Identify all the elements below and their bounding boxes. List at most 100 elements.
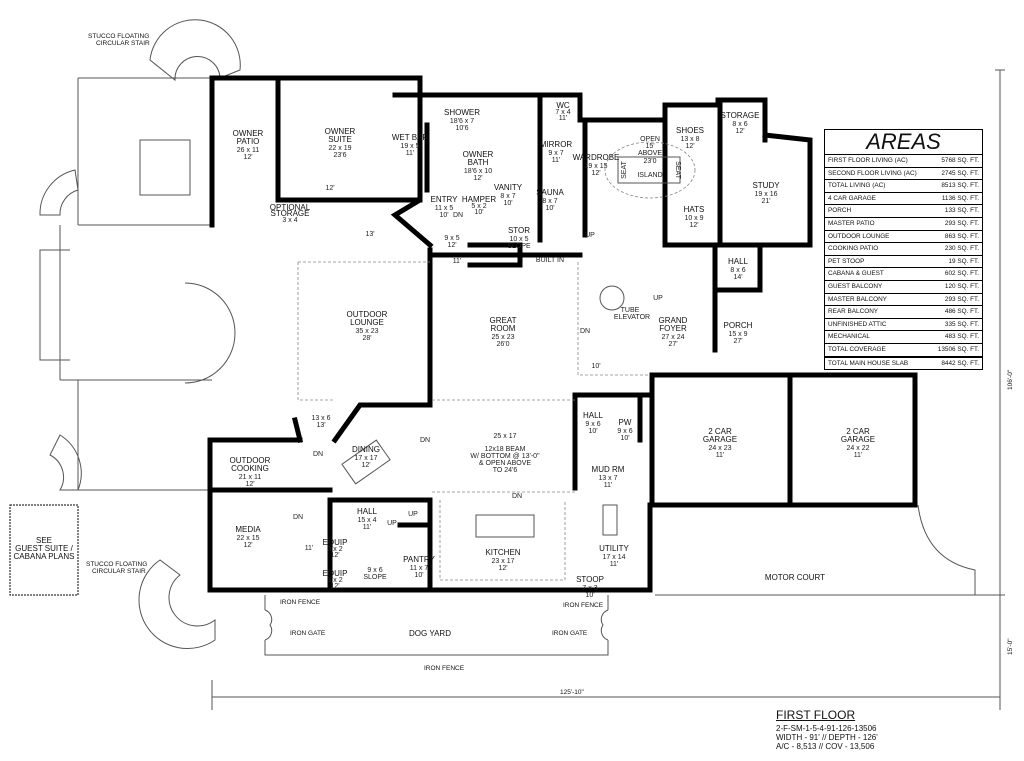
dog-yard-fence xyxy=(264,595,609,656)
area-label: REAR BALCONY xyxy=(828,308,879,316)
ceiling-foyer: 10' xyxy=(591,363,600,370)
plan-code: 2-F-SM-1-5-4-91-126-13506 xyxy=(776,724,877,733)
up-label-2: UP xyxy=(653,295,663,302)
open-above-1: OPEN xyxy=(640,136,660,143)
room-name: DINING xyxy=(352,445,380,454)
room-name: MUD RM xyxy=(592,465,625,474)
room-name: STUDY xyxy=(752,181,780,190)
room-name: STORAGE xyxy=(721,111,760,120)
iron-gate-label-2: IRON GATE xyxy=(552,630,588,637)
room-name: OUTDOOR xyxy=(347,310,388,319)
room-name: WC xyxy=(556,101,570,110)
room-height: 14' xyxy=(733,274,742,281)
room-size: 13 x 8 xyxy=(680,136,699,143)
room-name: GREAT xyxy=(490,316,517,325)
area-value: 120 SQ. FT. xyxy=(944,282,979,290)
room-height: 13' xyxy=(316,422,325,429)
room-name: STOOP xyxy=(576,575,604,584)
room-name: MIRROR xyxy=(540,140,573,149)
room-name: PANTRY xyxy=(403,555,435,564)
open-above-3: ABOVE xyxy=(638,150,662,157)
room-height: 10' xyxy=(588,428,597,435)
room-height: 12' xyxy=(735,128,744,135)
plan-areas-summary: A/C - 8,513 // COV - 13,506 xyxy=(776,742,875,751)
stair-note-bottom-1: STUCCO FLOATING xyxy=(86,561,147,568)
room-name: SUITE xyxy=(328,135,352,144)
room-size: 8 x 7 xyxy=(542,198,557,205)
title-block: FIRST FLOOR 2-F-SM-1-5-4-91-126-13506 WI… xyxy=(776,708,878,751)
area-label: TOTAL COVERAGE xyxy=(828,345,886,353)
up-label-1: UP xyxy=(585,232,595,239)
circular-stair-left-2 xyxy=(49,434,82,491)
area-value: 293 SQ. FT. xyxy=(944,295,979,303)
guest-suite-note-2: GUEST SUITE / xyxy=(15,544,73,553)
guest-suite-note-1: SEE xyxy=(36,536,52,545)
dn-label-2: DN xyxy=(580,328,590,335)
room-size: 13 x 6 xyxy=(311,415,330,422)
open-above-4: 23'0 xyxy=(643,158,656,165)
area-label: TOTAL LIVING (AC) xyxy=(828,182,886,190)
room-name: WET BAR xyxy=(392,133,429,142)
room-name: HALL xyxy=(728,257,749,266)
dn-label-5: DN xyxy=(512,493,522,500)
room-size: 8 x 6 xyxy=(732,121,747,128)
room-beam-area: 25 x 17 xyxy=(494,433,517,440)
room-terrace: 13 x 613' xyxy=(311,415,330,429)
room-size: 9 x 5 xyxy=(444,235,459,242)
tube-elevator-2: ELEVATOR xyxy=(614,314,650,321)
room-name: PATIO xyxy=(237,137,260,146)
room-size: 24 x 22 xyxy=(847,445,870,452)
dim-width: 125'-10" xyxy=(560,689,584,696)
room-vestibule: 9 x 512' xyxy=(444,235,459,249)
room-size: 10 x 9 xyxy=(684,215,703,222)
room-height: 12' xyxy=(498,565,507,572)
room-name: STORAGE xyxy=(271,209,310,218)
ceiling-owner-suite: 12' xyxy=(325,185,334,192)
area-value: 19 SQ. FT. xyxy=(948,257,979,265)
stair-note-top-1: STUCCO FLOATING xyxy=(88,33,149,40)
motor-court-label: MOTOR COURT xyxy=(765,573,825,582)
room-height: SLOPE xyxy=(507,243,531,250)
area-value: 8513 SQ. FT. xyxy=(941,182,979,190)
room-height: 12' xyxy=(685,143,694,150)
areas-title: AREAS xyxy=(825,130,982,155)
room-name: HAMPER xyxy=(462,195,496,204)
open-above-2: 15' xyxy=(645,143,654,150)
room-height: 11' xyxy=(363,524,372,531)
room-size: 23 x 17 xyxy=(492,558,515,565)
area-value: 2745 SQ. FT. xyxy=(941,169,979,177)
seat-label-left: SEAT xyxy=(621,160,628,178)
room-height: 11' xyxy=(559,115,568,122)
room-height: 10' xyxy=(474,209,483,216)
room-size: 15 x 9 xyxy=(728,331,747,338)
area-label: CABANA & GUEST xyxy=(828,270,884,278)
room-name: VANITY xyxy=(494,183,523,192)
room-size: 27 x 24 xyxy=(662,334,685,341)
room-size: 11 x 5 xyxy=(435,205,454,212)
room-height: 11' xyxy=(854,452,863,459)
room-name: HALL xyxy=(357,507,378,516)
room-name: OPTIONAL xyxy=(270,203,311,212)
room-name: PW xyxy=(619,418,632,427)
room-size: 26 x 11 xyxy=(237,147,260,154)
